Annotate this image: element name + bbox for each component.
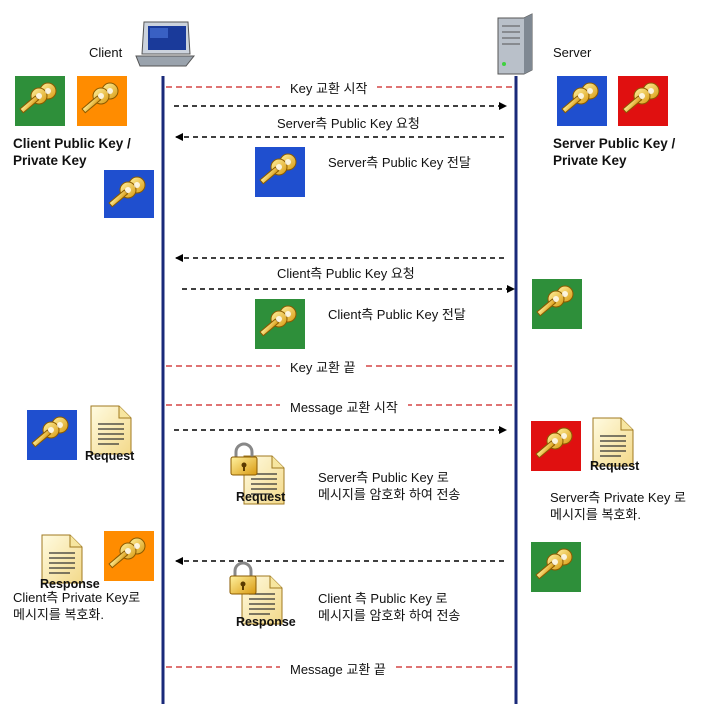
response-doc-label: Response (40, 577, 100, 591)
server-keys-label-line2: Private Key (553, 153, 627, 168)
key-exchange-start-label: Key 교환 시작 (280, 78, 378, 97)
server-public-key-received-icon (104, 170, 154, 218)
server-tower-icon (497, 13, 533, 75)
client-key-request-label: Client측 Public Key 요청 (277, 266, 415, 281)
client-keys-label-line2: Private Key (13, 153, 87, 168)
decrypt-client-note-line2: 메시지를 복호화. (13, 607, 104, 622)
request-doc-label: Request (85, 449, 135, 463)
server-private-key-icon (618, 76, 668, 126)
padlock-icon (229, 442, 259, 477)
decrypt-server-note-line1: Server측 Private Key 로 (550, 490, 686, 505)
client-private-key-at-client-icon (104, 531, 154, 581)
server-key-deliver-label: Server측 Public Key 전달 (328, 155, 471, 170)
laptop-icon (135, 21, 196, 67)
request-document-icon (90, 405, 132, 455)
encrypted-request-doc-label: Request (236, 490, 286, 504)
section-lines (166, 86, 514, 668)
key-exchange-end-label: Key 교환 끝 (280, 357, 366, 376)
client-key-deliver-label: Client측 Public Key 전달 (328, 307, 466, 322)
decrypt-client-note-line1: Client측 Private Key로 (13, 590, 141, 605)
padlock-icon (228, 561, 258, 596)
encrypt-server-note-line2: 메시지를 암호화 하여 전송 (318, 487, 461, 502)
encrypted-response-doc-label: Response (236, 615, 296, 629)
server-private-key-at-server-icon (531, 421, 581, 471)
request-doc-server-label: Request (590, 459, 640, 473)
encrypt-client-note-line1: Client 측 Public Key 로 (318, 591, 448, 606)
encrypt-server-note-line1: Server측 Public Key 로 (318, 470, 449, 485)
encrypt-client-note-line2: 메시지를 암호화 하여 전송 (318, 608, 461, 623)
client-public-key-at-server-icon (531, 542, 581, 592)
decrypt-server-note-line2: 메시지를 복호화. (550, 507, 641, 522)
client-keys-label-line1: Client Public Key / (13, 136, 131, 151)
client-actor-label: Client (89, 45, 123, 60)
message-exchange-end-label: Message 교환 끝 (280, 659, 396, 678)
client-public-key-received-icon (532, 279, 582, 329)
server-keys-label-line1: Server Public Key / (553, 136, 676, 151)
client-public-key-transit-icon (255, 299, 305, 349)
server-public-key-at-client-icon (27, 410, 77, 460)
client-public-key-icon (15, 76, 65, 126)
server-public-key-icon (557, 76, 607, 126)
server-public-key-transit-icon (255, 147, 305, 197)
server-key-request-label: Server측 Public Key 요청 (277, 116, 420, 131)
client-private-key-icon (77, 76, 127, 126)
response-document-icon (41, 534, 83, 584)
message-exchange-start-label: Message 교환 시작 (280, 397, 408, 416)
server-actor-label: Server (553, 45, 592, 60)
